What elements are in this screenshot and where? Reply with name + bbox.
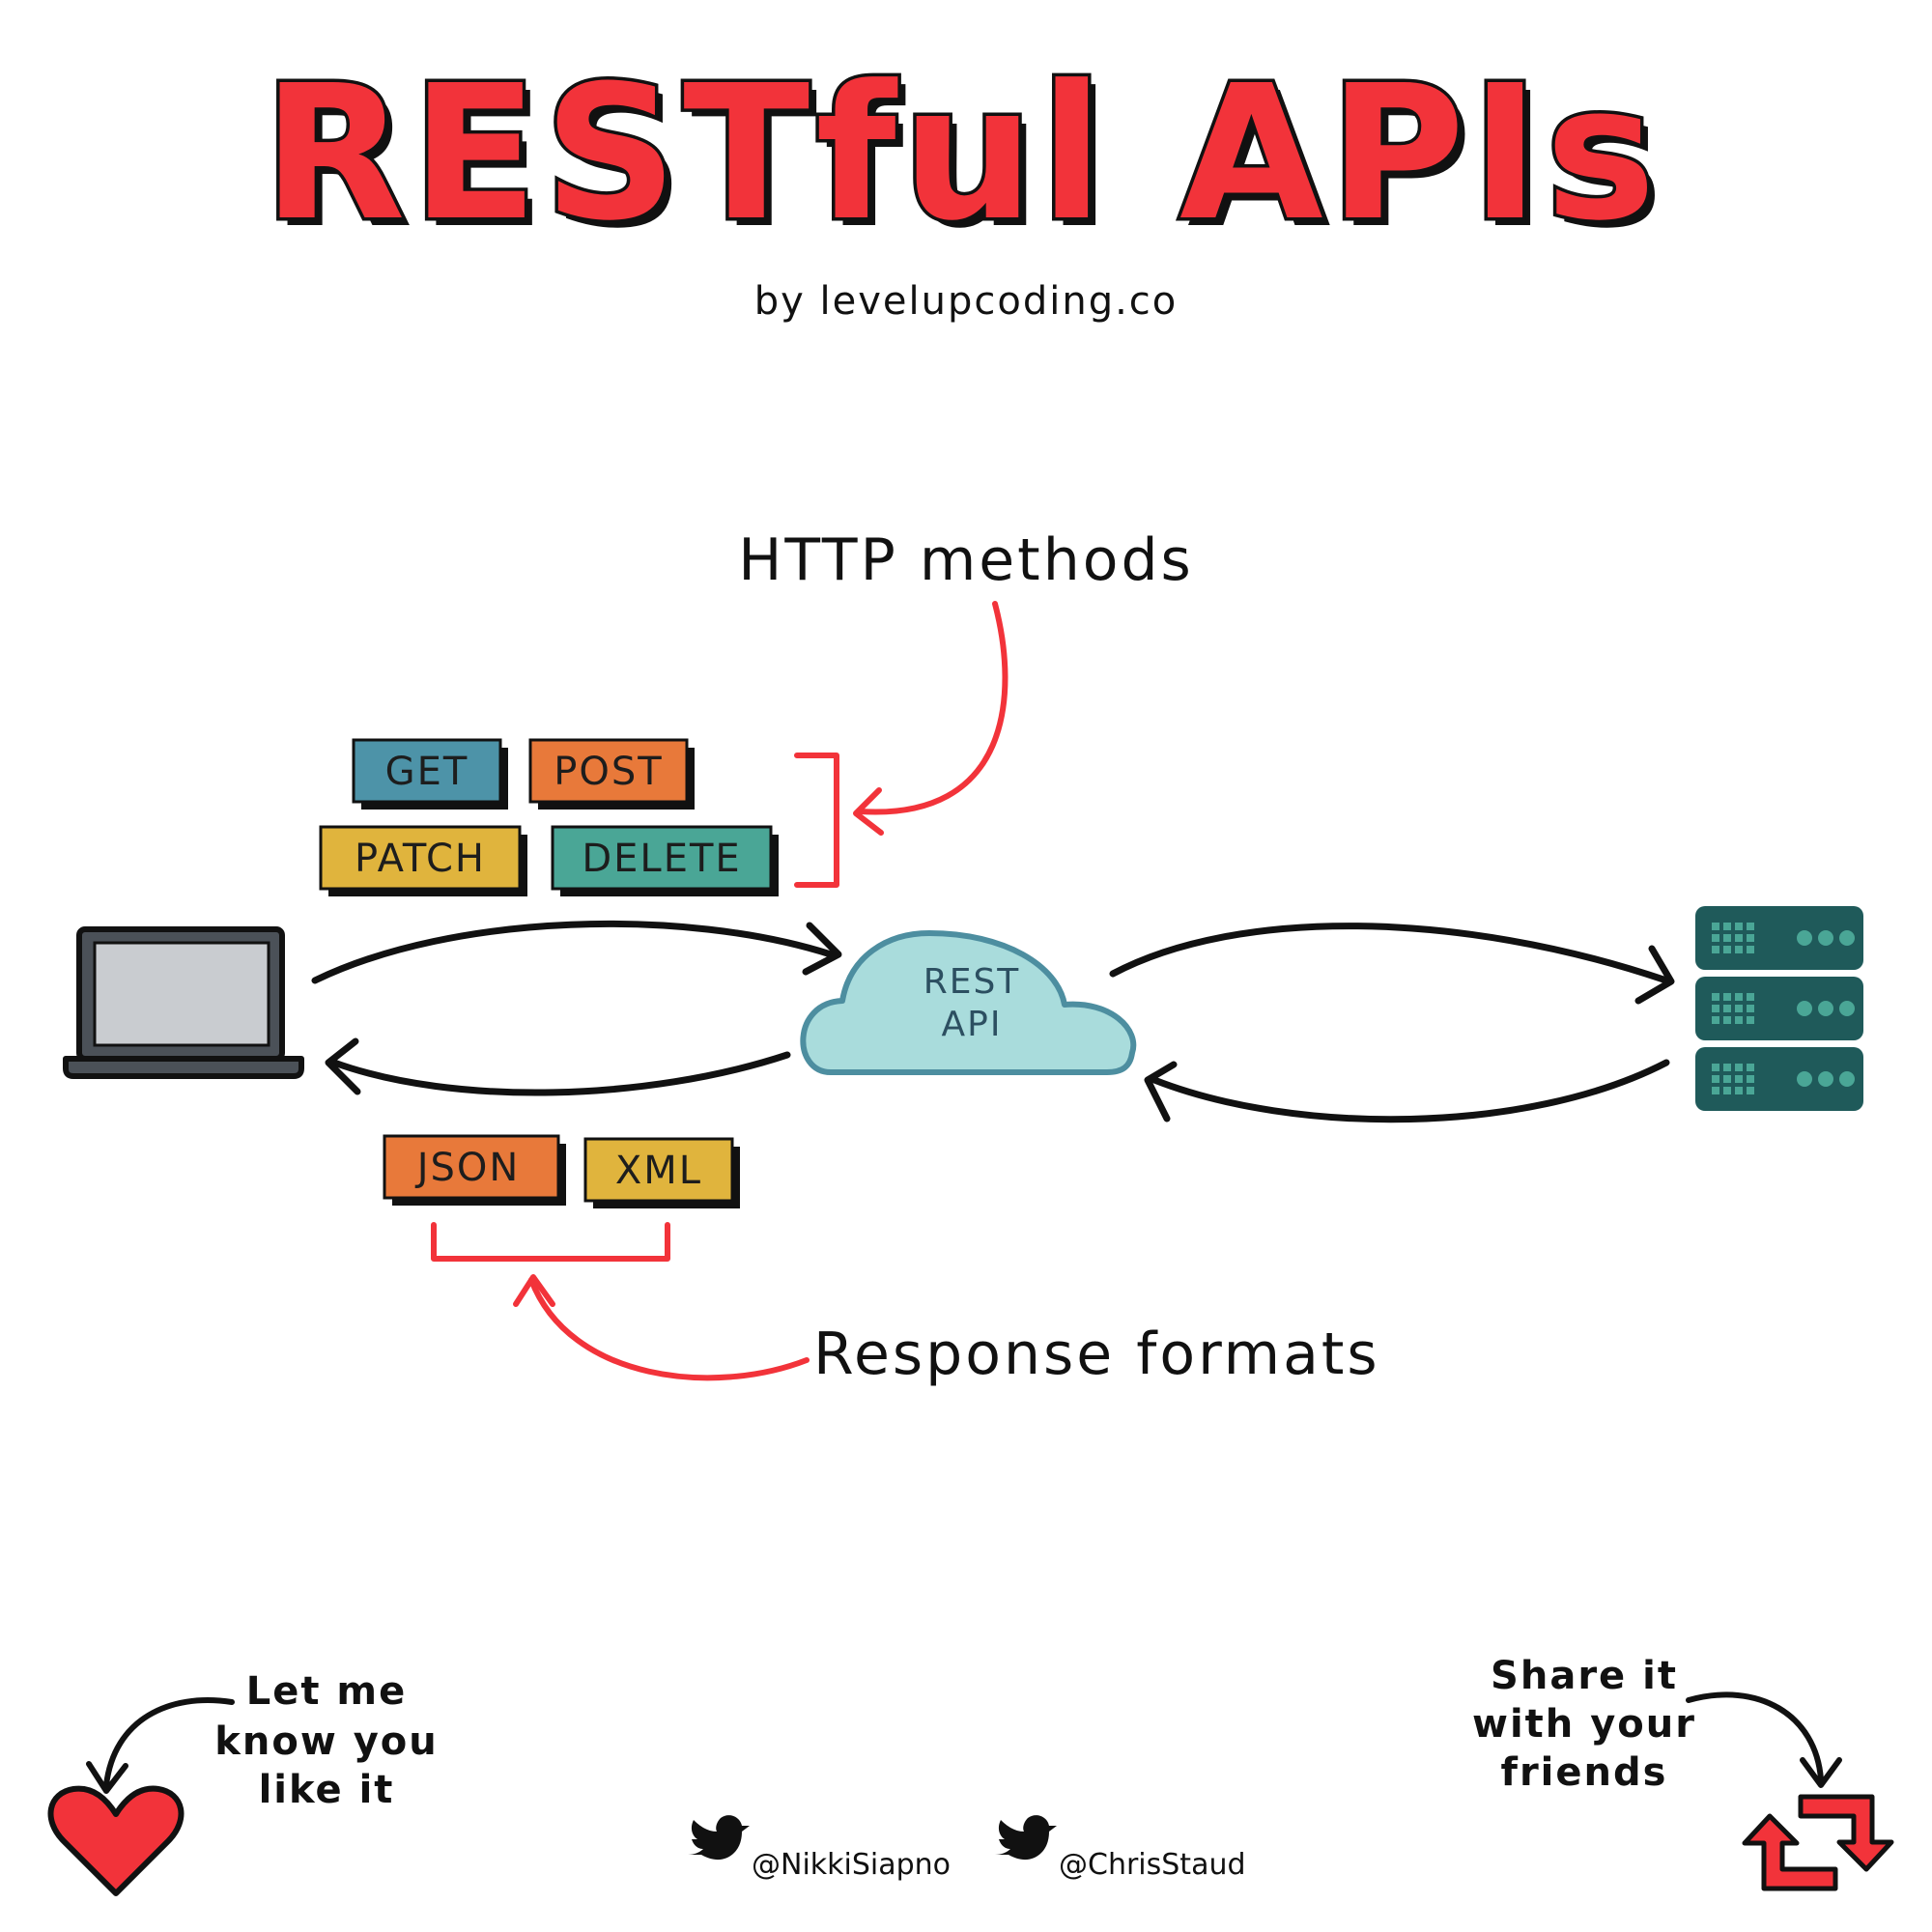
like-arrowhead <box>86 1761 128 1794</box>
page-title-shadow: RESTful APIs <box>270 54 1669 270</box>
response-arrowhead <box>325 1037 361 1095</box>
like-text-line2: know you <box>214 1719 438 1764</box>
forward-arrowhead <box>1634 945 1675 1005</box>
response-formats-bracket <box>431 1222 670 1262</box>
response-arrow <box>330 1051 791 1096</box>
like-text-line1: Let me <box>246 1669 407 1714</box>
http-methods-label: HTTP methods <box>738 526 1194 594</box>
tag-post-box <box>528 738 689 804</box>
tag-patch: PATCH <box>319 825 527 896</box>
tag-get: GET <box>352 738 508 810</box>
twitter-bird-icon <box>688 1815 750 1861</box>
heart-icon[interactable] <box>47 1785 185 1896</box>
laptop-icon <box>63 926 304 1079</box>
tag-xml-label: XML <box>615 1149 702 1193</box>
tag-json-box <box>383 1134 560 1200</box>
server-icon <box>1695 906 1863 1111</box>
backward-arrow <box>1151 1059 1670 1123</box>
response-formats-arrowhead <box>513 1274 555 1307</box>
page-title: RESTful APIs <box>263 46 1662 262</box>
http-methods-arrowhead <box>853 787 884 836</box>
tag-xml-box <box>583 1137 734 1203</box>
http-methods-bracket <box>794 753 839 888</box>
forward-arrow <box>1109 923 1670 984</box>
tag-delete-label: DELETE <box>582 837 741 881</box>
response-formats-arrow <box>528 1277 810 1381</box>
page-subtitle: by levelupcoding.co <box>754 279 1179 324</box>
tag-delete-box <box>551 825 773 891</box>
tag-json-label: JSON <box>414 1146 521 1190</box>
tag-post-label: POST <box>554 750 663 794</box>
like-arrow <box>103 1697 235 1788</box>
handle-2-text: @ChrisStaud <box>1059 1848 1246 1882</box>
rest-api-cloud-icon: REST API <box>800 930 1137 1075</box>
twitter-bird-icon <box>995 1815 1057 1861</box>
cloud-label-line1: REST <box>923 962 1021 1002</box>
http-methods-arrow <box>857 601 1009 815</box>
share-text-line1: Share it <box>1491 1654 1678 1698</box>
tag-delete: DELETE <box>551 825 779 896</box>
retweet-icon[interactable] <box>1742 1794 1894 1891</box>
request-arrowhead <box>802 922 842 976</box>
share-text-line3: friends <box>1501 1750 1668 1795</box>
tag-get-label: GET <box>385 750 469 794</box>
tag-xml: XML <box>583 1137 740 1208</box>
backward-arrowhead <box>1144 1061 1178 1122</box>
share-arrow <box>1686 1691 1824 1782</box>
share-text-line2: with your <box>1472 1702 1696 1747</box>
like-text-line3: like it <box>259 1768 395 1812</box>
request-arrow <box>311 920 835 984</box>
handle-1-text: @NikkiSiapno <box>752 1848 951 1882</box>
handle-2[interactable]: @ChrisStaud <box>995 1815 1246 1882</box>
tag-get-box <box>352 738 502 804</box>
handle-1[interactable]: @NikkiSiapno <box>688 1815 951 1882</box>
share-arrowhead <box>1800 1757 1842 1788</box>
page-title-group: RESTful APIs RESTful APIs <box>259 43 1669 270</box>
tag-post: POST <box>528 738 695 810</box>
cloud-label-line2: API <box>942 1005 1003 1044</box>
tag-patch-label: PATCH <box>355 837 486 881</box>
response-formats-label: Response formats <box>813 1321 1380 1388</box>
tag-json: JSON <box>383 1134 566 1206</box>
tag-patch-box <box>319 825 522 891</box>
